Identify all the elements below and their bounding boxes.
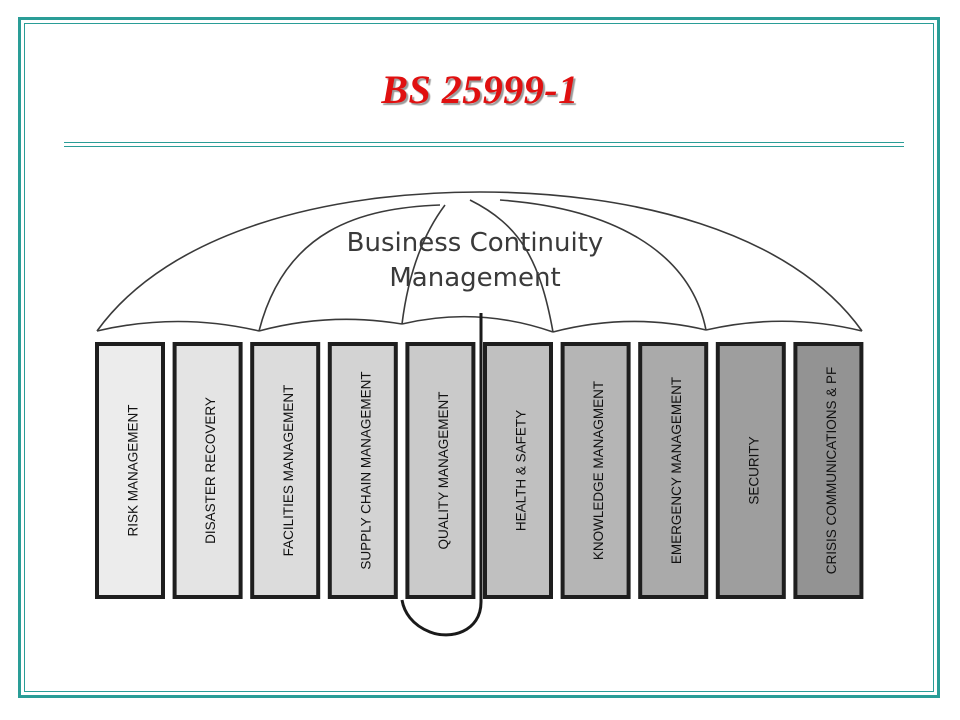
umbrella-title-line2: Management [389, 263, 560, 293]
pillar-label: QUALITY MANAGEMENT [436, 391, 451, 549]
pillar-column [715, 342, 786, 599]
pillar-label: HEALTH & SAFETY [514, 410, 529, 531]
title-divider-top [64, 142, 904, 143]
pillar-column [793, 342, 864, 599]
pillar-label: DISASTER RECOVERY [203, 397, 218, 544]
umbrella-title-line1: Business Continuity [347, 228, 604, 258]
title-divider-bottom [64, 146, 904, 147]
pillar-label: EMERGENCY MANAGEMENT [669, 377, 684, 564]
pillar-column [483, 342, 553, 599]
pillar-column [250, 342, 321, 599]
slide-title: BS 25999-1 [381, 67, 579, 112]
pillar-label: FACILITIES MANAGEMENT [281, 385, 296, 557]
pillar-label: SUPPLY CHAIN MANAGEMENT [358, 371, 373, 569]
slide-frame-outer [18, 17, 940, 698]
pillar-column [172, 342, 243, 599]
pillar-column [638, 342, 709, 599]
pillar-column [405, 342, 476, 599]
pillar-column [560, 342, 631, 599]
pillar-label: KNOWLEDGE MANAGMENT [591, 381, 606, 560]
pillar-label: RISK MANAGEMENT [126, 404, 141, 536]
umbrella-canopy [96, 191, 863, 333]
pillar-label: CRISIS COMMUNICATIONS & PF [824, 367, 839, 575]
slide-frame-inner [24, 23, 934, 692]
pillar-column [95, 342, 165, 599]
umbrella-handle [400, 313, 483, 637]
pillar-columns: RISK MANAGEMENT DISASTER RECOVERY FACILITI… [95, 342, 864, 599]
pillar-column [327, 342, 398, 599]
pillar-label: SECURITY [746, 436, 761, 504]
